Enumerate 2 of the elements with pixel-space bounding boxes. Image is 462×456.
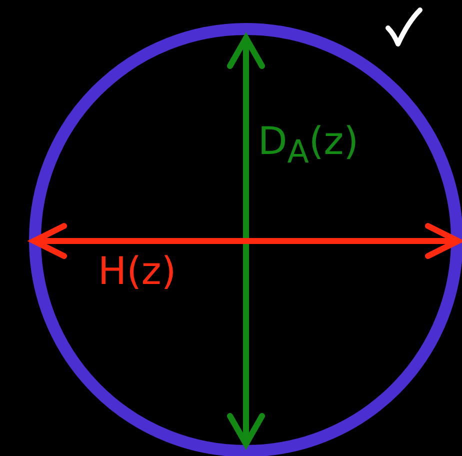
axis-label: H(z): [98, 252, 176, 290]
axis-label: D$_{A}$(z): [258, 122, 359, 170]
